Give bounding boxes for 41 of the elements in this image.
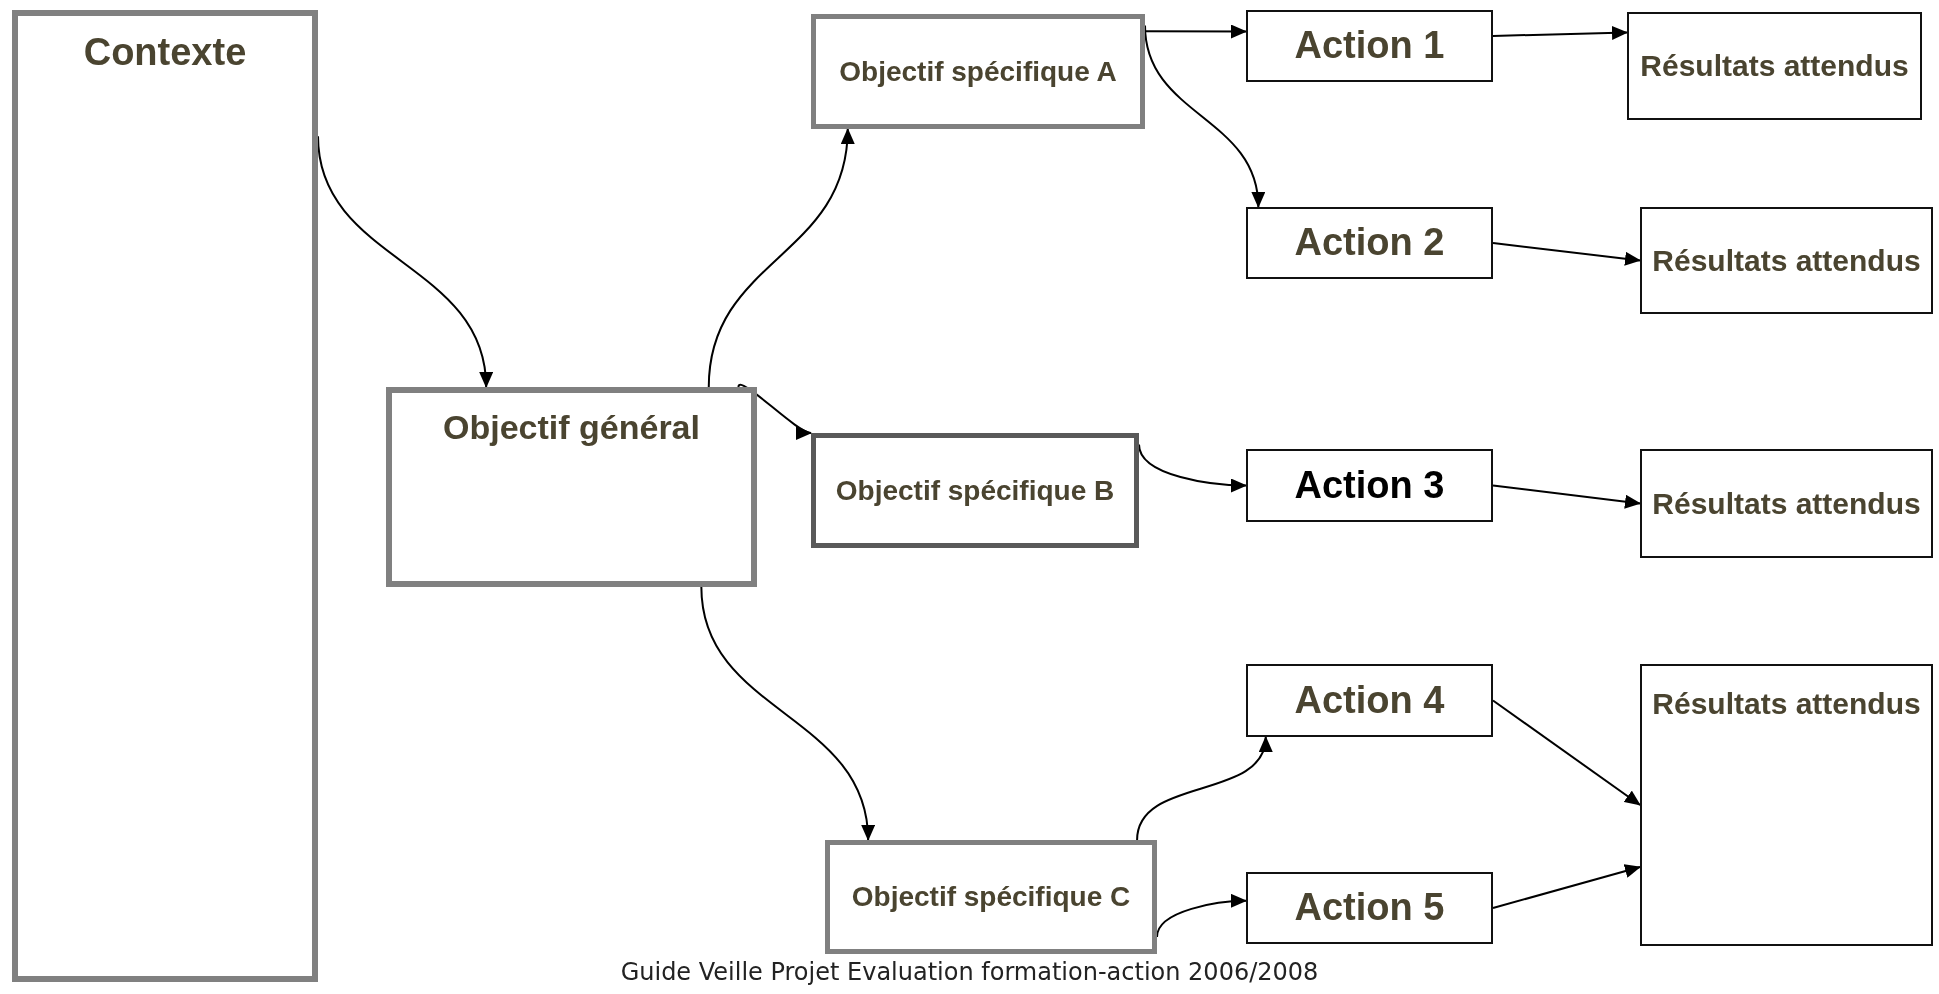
arrow (1136, 736, 1271, 841)
box-label: Objectif spécifique B (835, 473, 1115, 508)
process-box (1627, 12, 1922, 120)
arrow (700, 586, 874, 841)
process-box (1640, 449, 1933, 558)
process-box (811, 14, 1145, 129)
arrow (1492, 484, 1641, 509)
arrow (1492, 864, 1641, 909)
arrow (707, 128, 854, 388)
box-label: Objectif spécifique C (851, 880, 1131, 914)
process-box (386, 387, 757, 587)
arrow (1138, 443, 1247, 493)
process-box (811, 433, 1139, 548)
caption: Guide Veille Projet Evaluation formation-action 2006/2008 (619, 958, 1320, 986)
box-label: Action 3 (1294, 462, 1445, 508)
process-box (1640, 207, 1933, 314)
box-label: Action 5 (1294, 885, 1445, 931)
arrow (1144, 24, 1264, 208)
box-label: Résultats attendus (1652, 242, 1921, 279)
box-label: Résultats attendus (1652, 686, 1921, 722)
process-box (12, 10, 318, 982)
box-label: Résultats attendus (1640, 48, 1909, 84)
process-box (1246, 207, 1493, 279)
arrow (1144, 24, 1247, 39)
arrow (1492, 699, 1641, 806)
process-box (1640, 664, 1933, 946)
process-box (1246, 10, 1493, 82)
box-label: Objectif spécifique A (839, 54, 1117, 89)
process-box (1246, 664, 1493, 737)
process-box (825, 840, 1157, 954)
box-label: Contexte (83, 30, 247, 75)
box-label: Objectif général (443, 407, 700, 448)
box-label: Action 2 (1294, 220, 1445, 266)
box-label: Action 4 (1294, 677, 1445, 723)
arrow (1492, 242, 1641, 266)
process-box (1246, 872, 1493, 944)
arrow (1156, 894, 1247, 938)
box-label: Résultats attendus (1652, 485, 1921, 522)
arrow (1492, 25, 1628, 40)
process-box (1246, 449, 1493, 522)
box-label: Action 1 (1294, 23, 1445, 69)
